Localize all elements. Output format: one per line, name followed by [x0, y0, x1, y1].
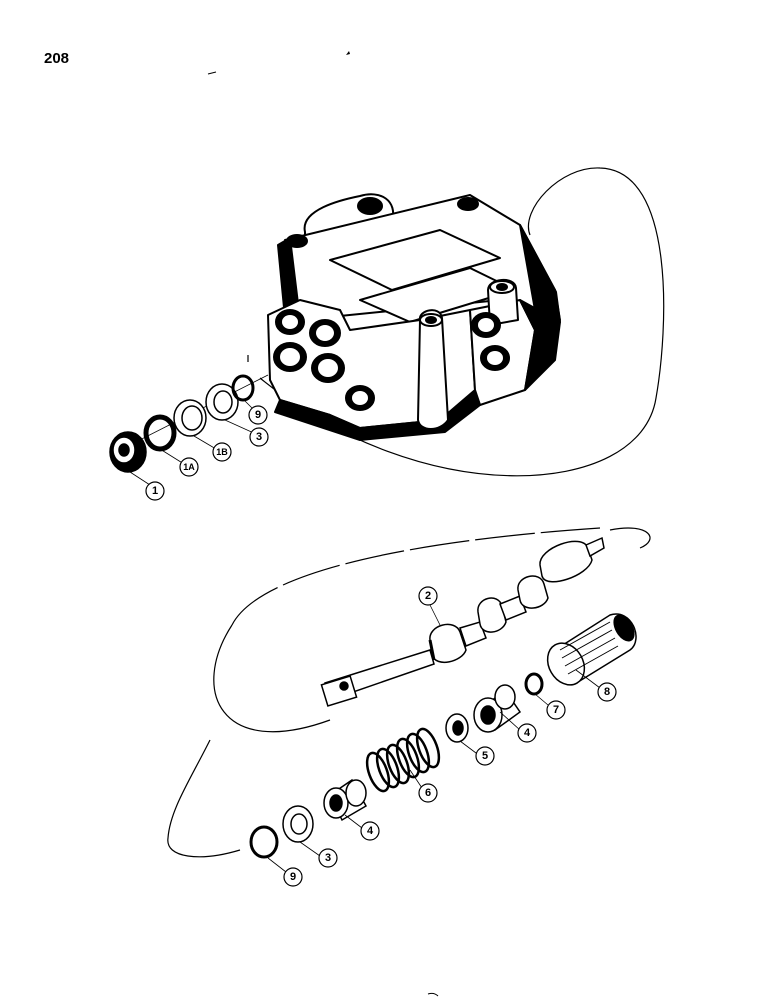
callout-3-top: 3 — [249, 427, 269, 447]
callout-5-label: 5 — [482, 750, 488, 762]
callout-3-bottom: 3 — [318, 848, 338, 868]
callout-4-right-label: 4 — [524, 727, 531, 739]
stray-marks — [207, 51, 439, 997]
part-2-spool — [320, 536, 605, 707]
callout-1b-label: 1B — [216, 447, 228, 457]
part-1a-snap-ring — [143, 414, 177, 452]
part-9-oring-top — [231, 374, 255, 402]
callout-1b: 1B — [212, 442, 232, 462]
callout-9-bottom-label: 9 — [290, 871, 296, 883]
callout-9-top-label: 9 — [255, 409, 261, 421]
part-1b-ring — [173, 399, 207, 437]
part-1-nut — [109, 431, 147, 473]
valve-body — [267, 193, 561, 441]
callout-4-right: 4 — [517, 723, 537, 743]
callout-4-left: 4 — [360, 821, 380, 841]
callout-6-label: 6 — [425, 787, 431, 799]
callout-1-label: 1 — [152, 485, 158, 497]
callout-6: 6 — [418, 783, 438, 803]
part-9-oring-bottom — [249, 825, 279, 859]
callout-7-label: 7 — [553, 704, 559, 716]
part-7-ring — [524, 672, 544, 696]
part-6-spring — [365, 727, 441, 793]
part-4-spacer-left — [323, 778, 368, 822]
lower-group-outline — [167, 527, 651, 858]
callout-8: 8 — [597, 682, 617, 702]
callout-9-top: 9 — [248, 405, 268, 425]
page-number: 208 — [44, 50, 70, 67]
part-4-spacer-right — [473, 684, 522, 733]
callout-7: 7 — [546, 700, 566, 720]
part-8-cap — [546, 613, 637, 686]
callout-4-left-label: 4 — [367, 825, 374, 837]
upper-group-outline — [247, 167, 665, 477]
part-3-washer-top — [205, 383, 239, 421]
lower-callout-leaders — [267, 604, 601, 873]
callout-8-label: 8 — [604, 686, 610, 698]
callout-1a-label: 1A — [183, 462, 195, 472]
callout-5: 5 — [475, 746, 495, 766]
callout-1a: 1A — [179, 457, 199, 477]
part-3-washer-bottom — [282, 805, 314, 843]
callout-3-top-label: 3 — [256, 431, 262, 443]
callout-1: 1 — [145, 481, 165, 501]
callout-9-bottom: 9 — [283, 867, 303, 887]
part-5-washer — [445, 713, 469, 743]
callout-3-bottom-label: 3 — [325, 852, 331, 864]
callout-2: 2 — [418, 586, 438, 606]
callout-2-label: 2 — [425, 590, 431, 602]
lower-group-outline-2 — [231, 527, 601, 626]
